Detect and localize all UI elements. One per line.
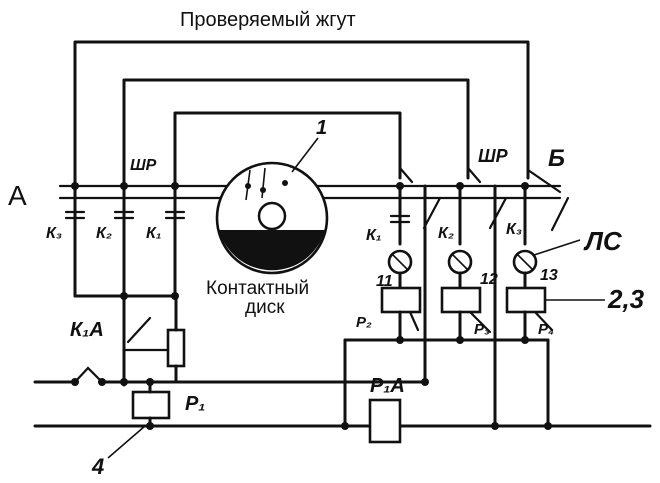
label-relay-12: 12 <box>480 271 498 288</box>
junction-dots <box>71 182 552 430</box>
disk-callout: 1 <box>316 117 327 139</box>
label-connector-right: ШР <box>478 146 509 166</box>
label-r1a: Р₁А <box>370 375 405 397</box>
label-a: А <box>8 180 27 211</box>
label-p4: Р₄ <box>538 321 554 338</box>
diagram-title: Проверяемый жгут <box>180 9 356 31</box>
label-k2-left: К₂ <box>96 225 112 242</box>
label-p3: Р₃ <box>474 321 490 338</box>
label-ref-4: 4 <box>91 454 104 479</box>
label-r1: Р₁ <box>185 393 205 415</box>
label-b: Б <box>548 145 565 172</box>
left-verticals <box>64 184 186 387</box>
label-k1-right: К₁ <box>366 227 381 244</box>
disk-label-1: Контактный <box>206 278 309 299</box>
label-signal-lamp: ЛС <box>583 226 623 256</box>
supply-rails <box>33 184 652 459</box>
label-ref-2-3: 2,3 <box>607 284 645 314</box>
label-k1a: К₁А <box>70 319 104 341</box>
label-k3-left: К₃ <box>46 225 62 242</box>
right-circuits <box>343 166 605 428</box>
label-relay-13: 13 <box>540 267 558 284</box>
label-k2-right: К₂ <box>438 225 454 242</box>
contact-disk: 1 <box>215 117 329 275</box>
disk-label-2: диск <box>245 297 285 318</box>
label-p2: Р₂ <box>356 314 372 331</box>
label-k1-left: К₁ <box>146 225 161 242</box>
harness-wires <box>73 40 530 202</box>
label-relay-11: 11 <box>376 273 393 290</box>
label-connector-left: ШР <box>130 157 157 174</box>
label-k3-right: К₃ <box>506 221 522 238</box>
